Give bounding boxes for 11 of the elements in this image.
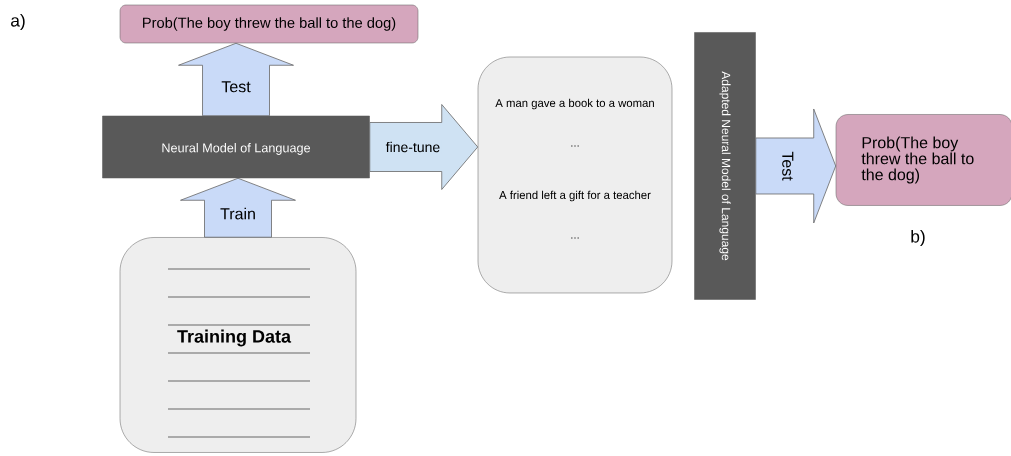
- training-data-card: Training Data: [119, 237, 357, 453]
- block-arrow: [178, 42, 294, 117]
- sentence-card: A man gave a book to a woman ... A friend left a gift for a teacher ...: [477, 56, 673, 294]
- panel-label: a): [11, 13, 25, 31]
- model-bar: Adapted Neural Model of Language: [694, 32, 756, 300]
- model-bar: Neural Model of Language: [102, 115, 370, 179]
- panel-label: b): [911, 229, 925, 247]
- block-arrow: [755, 108, 837, 224]
- prob-box: Prob(The boy threw the ball to the dog): [119, 4, 419, 44]
- prob-box: Prob(The boy threw the ball to the dog): [835, 114, 1011, 206]
- edge-label: Train: [218, 206, 258, 221]
